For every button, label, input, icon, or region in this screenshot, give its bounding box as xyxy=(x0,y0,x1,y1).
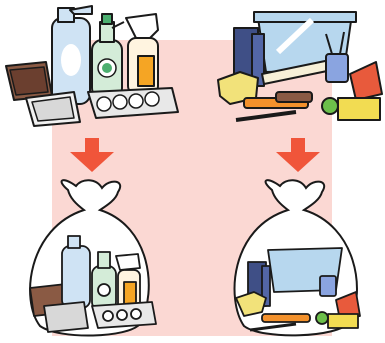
trash-bag-icon xyxy=(29,179,157,337)
trash-bag-icon xyxy=(233,179,361,337)
plastic-containers-icon xyxy=(5,5,179,127)
non-burnable-goods-icon xyxy=(217,11,383,122)
down-arrow-icon xyxy=(70,138,114,172)
down-arrow-icon xyxy=(276,138,320,172)
